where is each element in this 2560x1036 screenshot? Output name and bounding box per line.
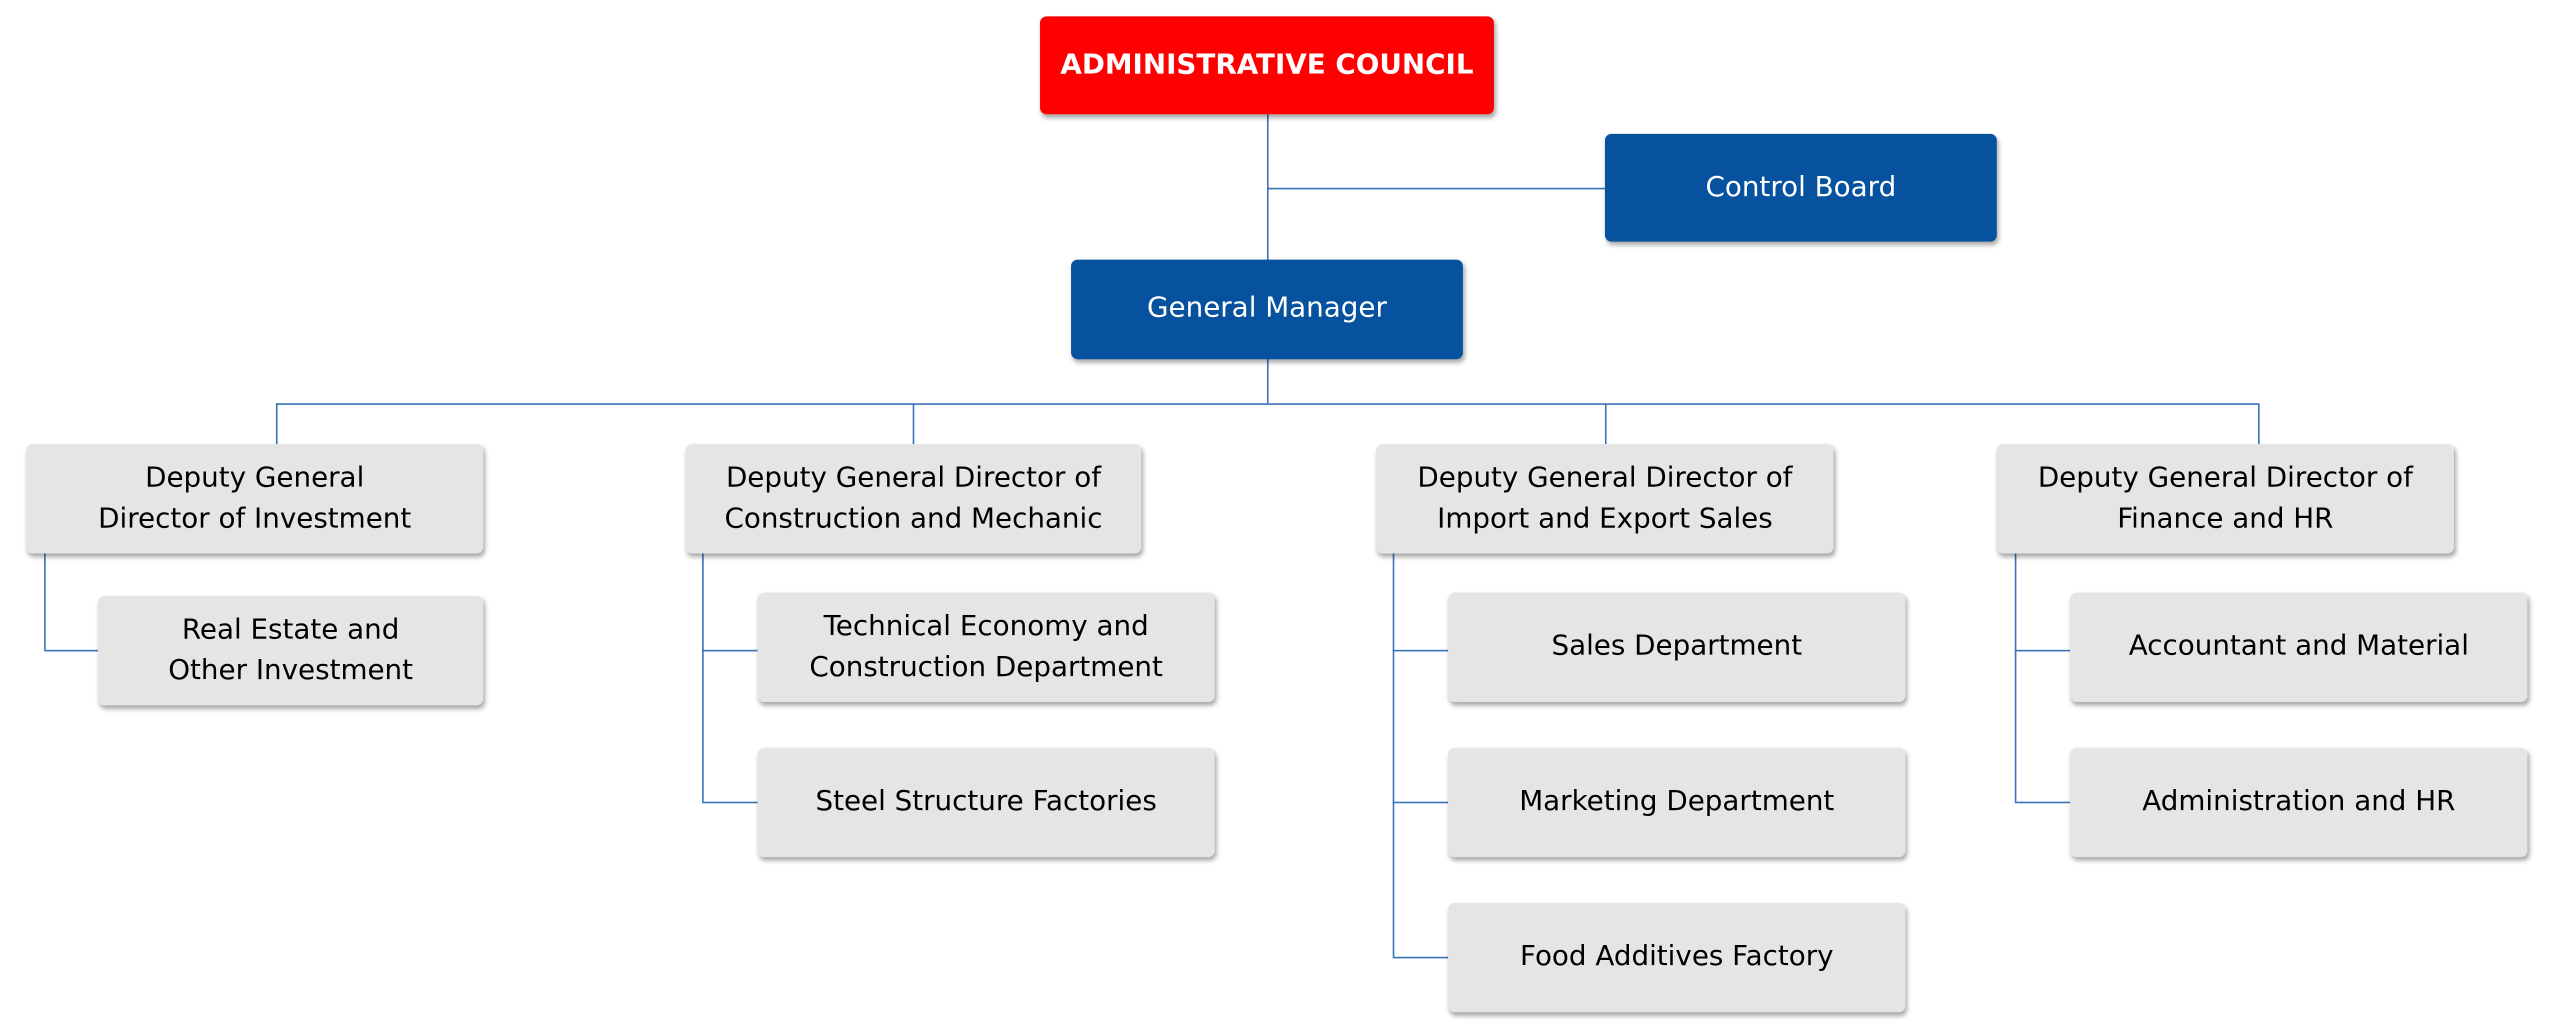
connector <box>2258 403 2260 445</box>
connector <box>702 553 704 802</box>
connector <box>2014 649 2071 652</box>
connector <box>2014 553 2017 802</box>
node-label: Food Additives Factory <box>1519 940 1834 974</box>
node-label: General Manager <box>1147 292 1387 325</box>
deputy-sales-node: Deputy General Director of Import and Ex… <box>1376 444 1834 554</box>
node-label: Deputy General Director of Construction … <box>724 461 1103 535</box>
node-label: Deputy General Director of Import and Ex… <box>1417 461 1793 535</box>
general-manager-node: General Manager <box>1071 259 1463 360</box>
steel-structure-node: Steel Structure Factories <box>757 747 1215 858</box>
connector <box>1392 649 1449 652</box>
node-label: Steel Structure Factories <box>815 785 1157 818</box>
node-label: Administration and HR <box>2142 785 2456 818</box>
control-board-node: Control Board <box>1604 133 1997 242</box>
connector <box>44 553 46 650</box>
connector <box>1266 187 1605 190</box>
node-label: Technical Economy and Construction Depar… <box>809 609 1163 684</box>
connector <box>1604 403 1607 445</box>
connector <box>275 403 278 445</box>
node-label: ADMINISTRATIVE COUNCIL <box>1060 48 1474 81</box>
node-label: Control Board <box>1705 170 1897 204</box>
connector <box>702 649 758 652</box>
technical-economy-node: Technical Economy and Construction Depar… <box>757 592 1215 703</box>
real-estate-node: Real Estate and Other Investment <box>97 595 484 706</box>
connector <box>1392 801 1449 804</box>
food-additives-node: Food Additives Factory <box>1448 902 1906 1013</box>
node-label: Deputy General Director of Finance and H… <box>2037 461 2413 535</box>
sales-department-node: Sales Department <box>1448 592 1906 703</box>
marketing-department-node: Marketing Department <box>1448 747 1906 858</box>
connector <box>1392 956 1449 959</box>
node-label: Accountant and Material <box>2128 630 2469 663</box>
deputy-investment-node: Deputy General Director of Investment <box>26 444 484 554</box>
deputy-finance-node: Deputy General Director of Finance and H… <box>1996 444 2454 554</box>
deputy-construction-node: Deputy General Director of Construction … <box>685 444 1142 554</box>
node-label: Real Estate and Other Investment <box>168 613 414 687</box>
accountant-node: Accountant and Material <box>2070 592 2528 703</box>
connector <box>44 649 98 652</box>
node-label: Marketing Department <box>1519 785 1835 818</box>
connector <box>2014 801 2071 804</box>
connector <box>1266 359 1269 404</box>
connector <box>1392 553 1395 957</box>
administrative-council-node: ADMINISTRATIVE COUNCIL <box>1040 16 1494 115</box>
administration-hr-node: Administration and HR <box>2070 747 2528 858</box>
connector <box>702 801 758 804</box>
connector <box>1266 114 1269 260</box>
connector <box>275 403 2259 405</box>
node-label: Deputy General Director of Investment <box>98 461 412 535</box>
node-label: Sales Department <box>1551 630 1803 663</box>
connector <box>912 403 915 445</box>
